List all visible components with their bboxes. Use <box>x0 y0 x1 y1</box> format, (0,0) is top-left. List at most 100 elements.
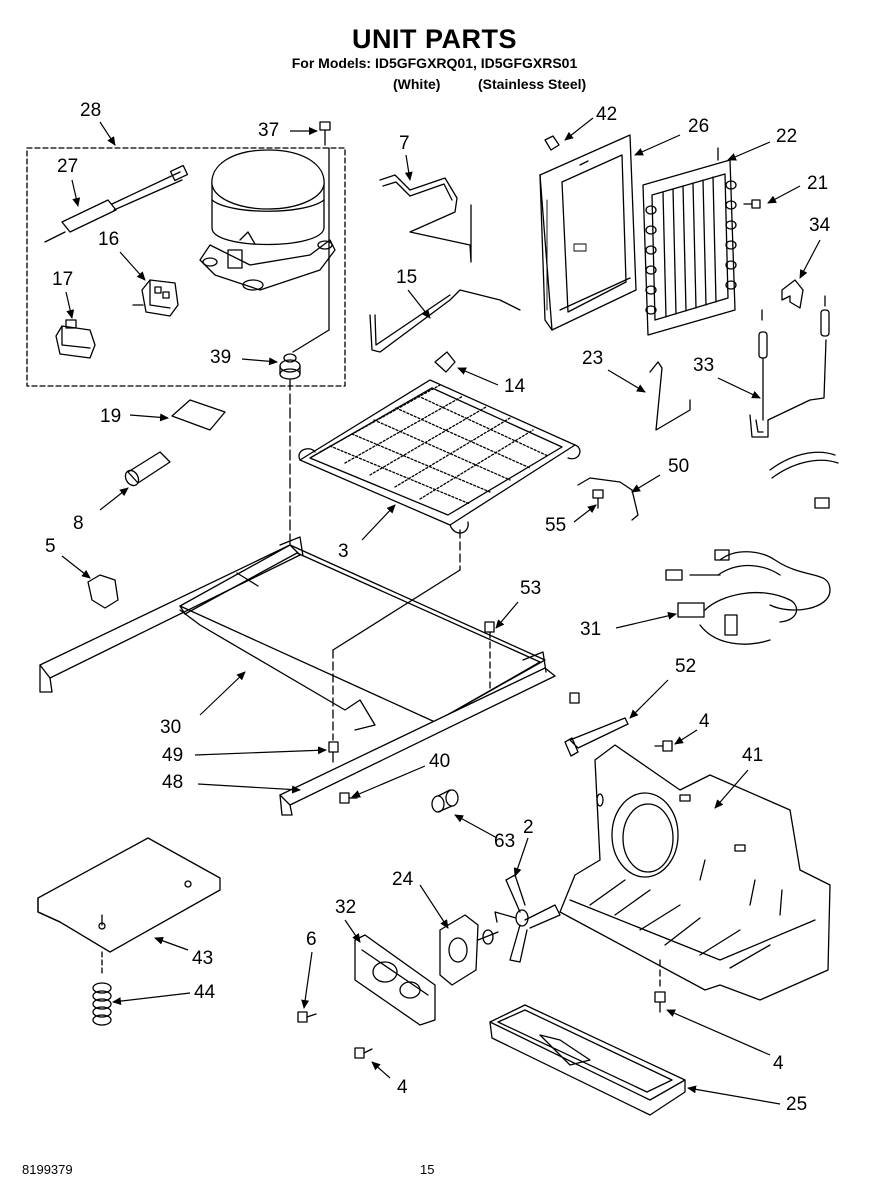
callout-25: 25 <box>786 1094 807 1115</box>
base-rail-assembly-shape <box>39 536 546 731</box>
leader-5 <box>61 555 91 579</box>
screw-53-shape <box>484 621 495 691</box>
leader-14 <box>457 367 499 386</box>
drain-pan-25-shape <box>489 1004 686 1116</box>
condenser-3-shape <box>298 379 581 741</box>
leader-32 <box>344 919 361 943</box>
leader-2 <box>513 837 529 877</box>
callout-37: 37 <box>258 120 279 141</box>
callout-40: 40 <box>429 751 450 772</box>
leader-28 <box>99 121 116 146</box>
leader-40 <box>351 765 426 798</box>
leader-16 <box>119 251 146 281</box>
tube-7-inner <box>382 181 453 201</box>
leader-42 <box>564 117 594 141</box>
callout-24: 24 <box>392 869 414 890</box>
leader-26 <box>634 134 681 156</box>
variant-stainless: (Stainless Steel) <box>478 76 587 92</box>
callout-23: 23 <box>582 348 603 369</box>
callout-43: 43 <box>192 948 213 969</box>
callout-22: 22 <box>776 126 797 147</box>
fan-motor-24-shape <box>439 914 499 986</box>
callout-4c: 4 <box>773 1053 784 1074</box>
bracket-5-shape <box>87 574 119 609</box>
callout-15: 15 <box>396 267 417 288</box>
models-line: For Models: ID5GFGXRQ01, ID5GFGXRS01 <box>291 55 578 71</box>
motor-bracket-32-shape <box>354 934 436 1026</box>
compressor-shape <box>199 149 336 291</box>
callout-6: 6 <box>306 929 317 950</box>
callout-5: 5 <box>45 536 56 557</box>
tube-15-shape <box>369 289 521 353</box>
tie-strap-52-shape <box>564 717 629 757</box>
leader-27 <box>71 179 81 207</box>
clip-50-shape <box>577 477 639 521</box>
heater-33-shape <box>749 295 830 438</box>
plate-43-shape <box>37 837 221 976</box>
callout-53: 53 <box>520 578 541 599</box>
leader-21 <box>767 185 801 204</box>
leader-43 <box>154 936 189 951</box>
evaporator-22-shape <box>642 147 737 336</box>
shroud-base-41-shape <box>559 744 831 1001</box>
leader-4b <box>371 1061 391 1079</box>
leader-63 <box>454 814 498 839</box>
variant-white: (White) <box>393 76 441 92</box>
leader-arrows <box>61 117 821 1105</box>
callout-48: 48 <box>162 772 183 793</box>
callout-55: 55 <box>545 515 566 536</box>
screw-4-lower-right-shape <box>654 959 666 1013</box>
leader-23 <box>607 369 646 393</box>
page-header: UNIT PARTS For Models: ID5GFGXRQ01, ID5G… <box>0 24 869 72</box>
screw-37-shape <box>292 121 331 353</box>
callout-50: 50 <box>668 456 689 477</box>
callout-4b: 4 <box>397 1077 408 1098</box>
callout-27: 27 <box>57 156 78 177</box>
callout-49: 49 <box>162 745 183 766</box>
callout-3: 3 <box>338 541 349 562</box>
tube-7-shape <box>379 174 472 263</box>
leader-55 <box>573 504 597 523</box>
leader-34 <box>799 239 821 279</box>
callout-7: 7 <box>399 133 410 154</box>
evap-cover-26-shape <box>539 134 637 331</box>
callout-34: 34 <box>809 215 831 236</box>
clip-34-shape <box>781 279 804 309</box>
leader-30 <box>199 671 246 716</box>
page-number: 15 <box>420 1162 435 1177</box>
spring-44-shape <box>92 982 112 1026</box>
leader-50 <box>631 474 661 493</box>
callout-labels: 28 37 7 42 26 22 27 21 16 34 17 15 39 14… <box>45 100 831 1115</box>
leader-6 <box>301 951 313 1009</box>
callout-33: 33 <box>693 355 714 376</box>
leader-19 <box>129 413 169 422</box>
screw-21-shape <box>743 199 761 209</box>
callout-42: 42 <box>596 104 617 125</box>
callout-32: 32 <box>335 897 356 918</box>
screw-6-shape <box>297 1011 317 1023</box>
callout-28: 28 <box>80 100 101 121</box>
callout-39: 39 <box>210 347 231 368</box>
leader-44 <box>112 992 191 1006</box>
leader-52 <box>629 679 669 719</box>
grommet-39-shape <box>279 353 301 546</box>
leader-22 <box>727 141 771 161</box>
fan-blade-2-shape <box>494 874 561 963</box>
rail-48-shape <box>279 651 556 816</box>
callout-26: 26 <box>688 116 709 137</box>
relay-tube-27-shape <box>44 164 189 243</box>
callout-4a: 4 <box>699 711 710 732</box>
callout-16: 16 <box>98 229 119 250</box>
leader-31 <box>615 611 677 629</box>
callout-52: 52 <box>675 656 696 677</box>
bushing-63-shape <box>431 789 459 813</box>
callout-41: 41 <box>742 745 763 766</box>
screw-49-shape <box>328 741 339 763</box>
leader-7 <box>404 154 413 181</box>
tube-8-shape <box>124 451 171 487</box>
rod-23-shape <box>649 361 691 431</box>
leader-15 <box>407 289 431 319</box>
callout-63: 63 <box>494 831 515 852</box>
callout-21: 21 <box>807 173 828 194</box>
callout-31: 31 <box>580 619 601 640</box>
